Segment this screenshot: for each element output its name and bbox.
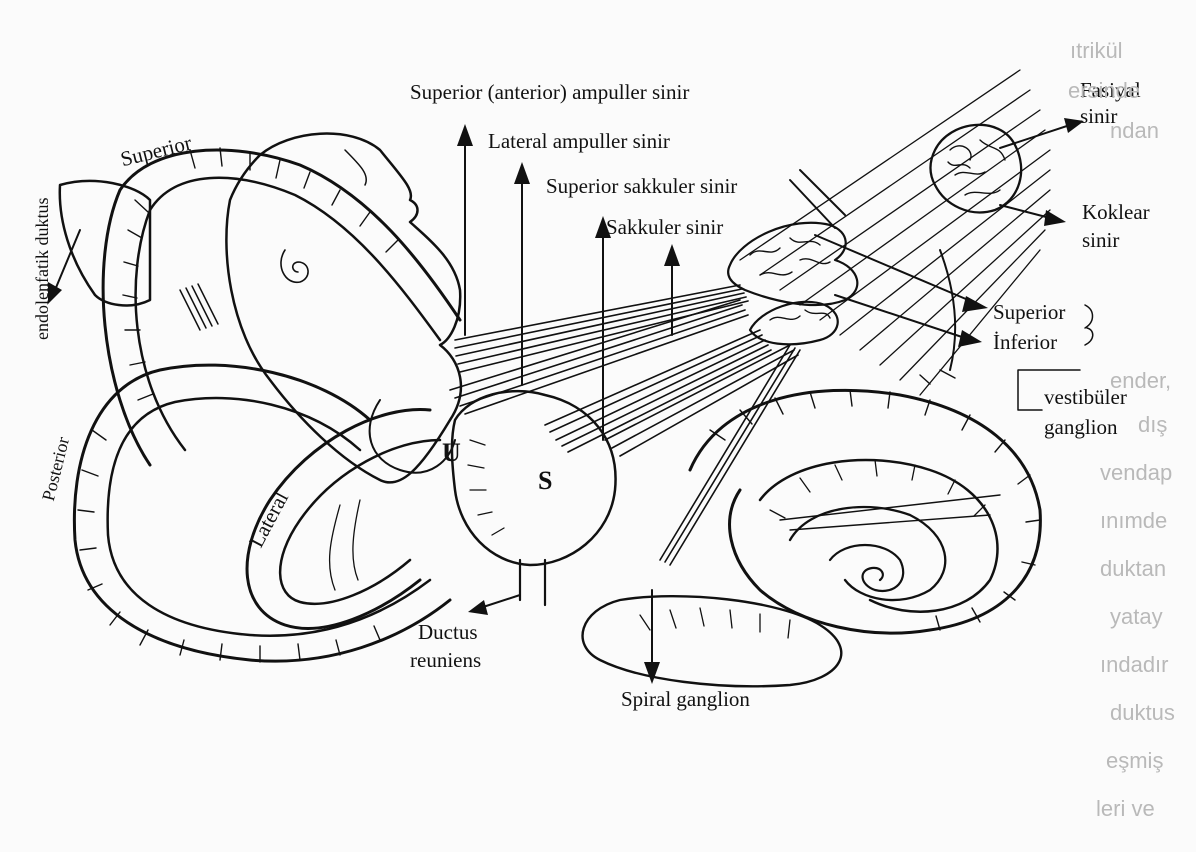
label-utricle: U: [442, 438, 461, 468]
label-saccular-nerve: Sakkuler sinir: [606, 215, 723, 239]
utricle: [180, 134, 461, 483]
label-inferior-division: İnferior: [993, 330, 1057, 354]
bleed-text-10: ındadır: [1100, 652, 1169, 678]
label-endolymphatic-duct: endolenfatik duktus: [32, 198, 53, 340]
bleed-text-3: ndan: [1110, 118, 1159, 144]
label-vestibular-ganglion-line2: ganglion: [1044, 415, 1118, 439]
bleed-text-9: yatay: [1110, 604, 1163, 630]
label-ductus-reuniens-line1: Ductus: [418, 620, 478, 644]
bleed-text-6: vendap: [1100, 460, 1172, 486]
bleed-text-12: eşmiş: [1106, 748, 1163, 774]
bleed-text-11: duktus: [1110, 700, 1175, 726]
label-ductus-reuniens-line2: reuniens: [410, 648, 481, 672]
label-superior-saccular-nerve: Superior sakkuler sinir: [546, 174, 737, 198]
label-cochlear-nerve-line2: sinir: [1082, 228, 1119, 252]
label-cochlear-nerve-line1: Koklear: [1082, 200, 1150, 224]
bleed-text-4: ender,: [1110, 368, 1171, 394]
geniculate-ganglion: [930, 125, 1021, 213]
bleed-text-8: duktan: [1100, 556, 1166, 582]
label-spiral-ganglion: Spiral ganglion: [621, 687, 750, 711]
bleed-text-13: leri ve: [1096, 796, 1155, 822]
bleed-text-1: ıtrikül: [1070, 38, 1123, 64]
label-lateral-ampullary-nerve: Lateral ampuller sinir: [488, 129, 670, 153]
vestibular-ganglia: [728, 223, 857, 345]
label-superior-anterior-ampullary-nerve: Superior (anterior) ampuller sinir: [410, 80, 689, 104]
bleed-text-2: ersinde: [1068, 78, 1140, 104]
bleed-text-5: dış: [1138, 412, 1167, 438]
label-saccule: S: [538, 466, 552, 496]
bleed-text-7: ınımde: [1100, 508, 1167, 534]
superior-semicircular-canal: [103, 148, 460, 465]
label-superior-division: Superior: [993, 300, 1065, 324]
